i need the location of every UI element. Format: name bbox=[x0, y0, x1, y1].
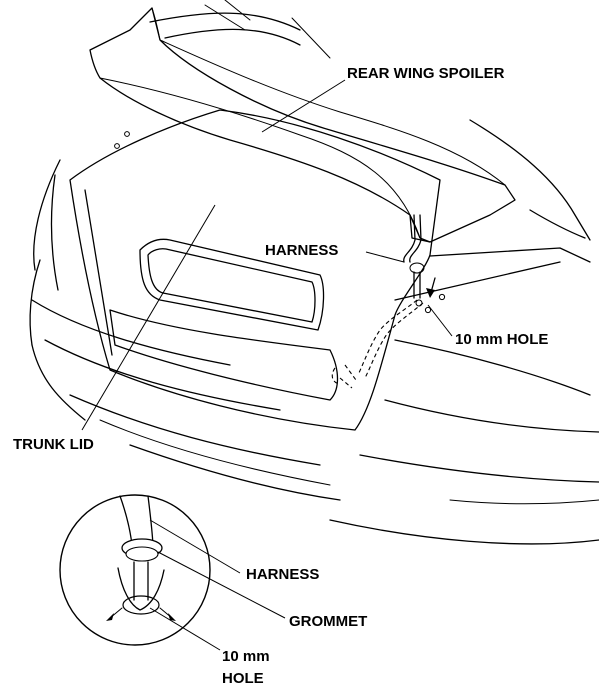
rear-wing-spoiler bbox=[89, 7, 516, 243]
harness-routing bbox=[331, 214, 436, 389]
leader-hole-top bbox=[427, 304, 453, 337]
mount-hole-c bbox=[438, 293, 446, 301]
car-body bbox=[29, 0, 599, 545]
label-harness-inset: HARNESS bbox=[246, 566, 319, 583]
leader-spoiler bbox=[261, 79, 346, 133]
grommet-detail-inset bbox=[59, 494, 211, 646]
leader-harness-top bbox=[365, 251, 405, 263]
label-10mm-hole-top: 10 mm HOLE bbox=[455, 331, 548, 348]
label-10mm-inset: 10 mm bbox=[222, 648, 270, 665]
label-hole-inset: HOLE bbox=[222, 670, 264, 687]
leader-harness-inset bbox=[149, 519, 241, 574]
leader-trunk-lid bbox=[81, 204, 216, 431]
mount-hole-a bbox=[124, 131, 130, 137]
leader-grommet bbox=[157, 551, 286, 619]
leader-lines bbox=[81, 79, 453, 651]
label-rear-wing-spoiler: REAR WING SPOILER bbox=[347, 65, 505, 82]
harness-grommet-top bbox=[409, 262, 425, 274]
label-grommet: GROMMET bbox=[289, 613, 367, 630]
harness-hole bbox=[415, 299, 423, 307]
label-harness-top: HARNESS bbox=[265, 242, 338, 259]
leader-hole-inset bbox=[149, 607, 221, 651]
mount-hole-b bbox=[114, 143, 120, 149]
label-trunk-lid: TRUNK LID bbox=[13, 436, 94, 453]
mount-hole-d bbox=[424, 306, 432, 314]
trunk-lid bbox=[69, 109, 446, 431]
inset-circle bbox=[59, 494, 211, 646]
